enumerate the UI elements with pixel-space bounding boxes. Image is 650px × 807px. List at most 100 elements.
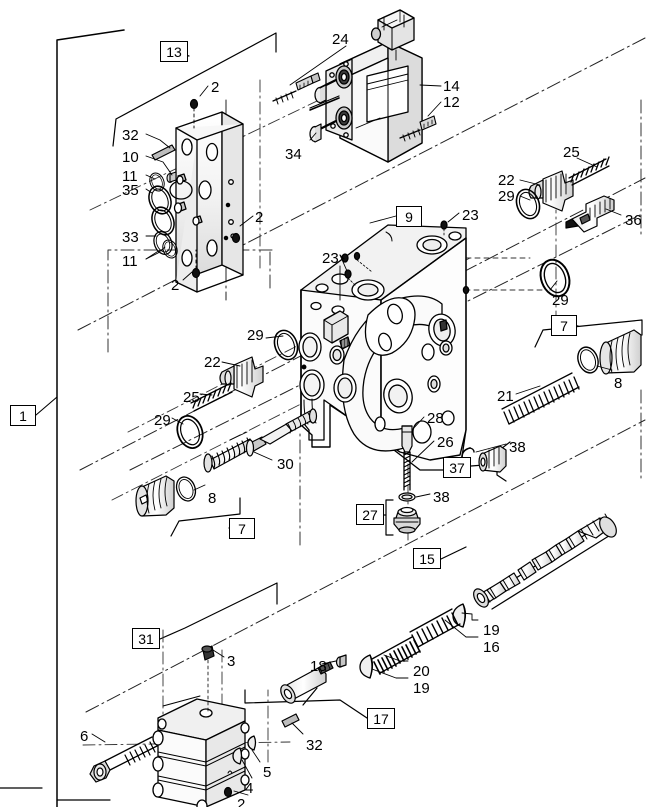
callout-c35: 35 — [122, 182, 139, 199]
dowel-pin-2 — [189, 98, 241, 279]
bracket-item-15 — [440, 546, 467, 560]
solenoid-valve-14 — [309, 9, 423, 163]
spring-20 — [371, 636, 421, 675]
callout-c23a: 23 — [462, 207, 479, 224]
spring-25-right — [568, 156, 610, 186]
leaders-body-9 — [339, 212, 460, 272]
callout-c2b: 2 — [255, 209, 264, 226]
leaders-left-stack — [145, 85, 254, 281]
leaders-top-right — [289, 45, 442, 141]
spool-cap-17 — [280, 661, 334, 704]
callout-c34: 34 — [285, 146, 302, 163]
relief-valve-22-left — [219, 356, 264, 398]
leaders-center — [411, 416, 507, 498]
callout-c22b: 22 — [204, 354, 221, 371]
callout-c14: 14 — [443, 78, 460, 95]
oring-8-left — [172, 473, 200, 505]
callout-c30: 30 — [277, 456, 294, 473]
callout-c33: 33 — [122, 229, 139, 246]
boxed-item-number-13: 13 — [160, 41, 188, 62]
boxed-item-number-27: 27 — [356, 504, 384, 525]
boxed-item-number-17: 17 — [367, 708, 395, 729]
oring-8-right — [573, 343, 603, 377]
callout-c29c: 29 — [247, 327, 264, 344]
boxed-item-number-9: 9 — [396, 206, 422, 227]
oring-4 — [232, 747, 243, 765]
callout-c6: 6 — [80, 728, 89, 745]
inlet-cover-block — [169, 111, 244, 293]
callout-c32b: 32 — [306, 737, 323, 754]
spring-25-left — [190, 382, 233, 412]
leaders-right-top — [519, 157, 622, 291]
callout-c26: 26 — [437, 434, 454, 451]
screw-6 — [89, 736, 158, 783]
callout-c3: 3 — [227, 653, 236, 670]
callout-c16: 16 — [483, 639, 500, 656]
check-valve-kit-27 — [393, 425, 421, 534]
spring-16 — [409, 608, 461, 648]
callout-c12: 12 — [443, 94, 460, 111]
callout-c23b: 23 — [322, 250, 339, 267]
washer-19-lower — [359, 654, 374, 679]
callout-c29a: 29 — [498, 188, 515, 205]
leaders-left-mid — [171, 335, 284, 491]
dashed-leaders — [464, 257, 546, 291]
callout-c10: 10 — [122, 149, 139, 166]
callout-c29b: 29 — [552, 292, 569, 309]
callout-c28: 28 — [427, 410, 444, 427]
end-cover-31 — [152, 695, 250, 807]
boxed-item-number-37: 37 — [443, 457, 471, 478]
callout-c21: 21 — [497, 388, 514, 405]
leaders-bottom-left — [91, 649, 337, 796]
roll-pin-32-bottom — [281, 713, 300, 728]
spring-21 — [501, 372, 580, 425]
plug-3 — [201, 645, 215, 713]
callout-c4: 4 — [245, 780, 254, 797]
callout-c22a: 22 — [498, 172, 515, 189]
cartridge-valve-36 — [565, 195, 615, 233]
callout-c2a: 2 — [211, 79, 220, 96]
boxed-item-number-7: 7 — [229, 518, 255, 539]
callout-c19b: 19 — [413, 680, 430, 697]
oring-stack-left — [144, 170, 181, 261]
pin-10 — [166, 171, 177, 184]
callout-c32a: 32 — [122, 127, 139, 144]
callout-c11a: 11 — [122, 168, 138, 185]
oring-5 — [247, 735, 257, 751]
boxed-item-number-31: 31 — [132, 628, 160, 649]
boxed-item-number-1: 1 — [10, 405, 36, 426]
callout-c2c: 2 — [171, 277, 180, 294]
screw-24 — [272, 72, 321, 105]
callout-c24: 24 — [332, 31, 349, 48]
callout-c19a: 19 — [483, 622, 500, 639]
plug-kit-7-left — [135, 475, 175, 517]
callout-c18: 18 — [310, 658, 327, 675]
callout-c25a: 25 — [563, 144, 580, 161]
callout-c5: 5 — [263, 764, 272, 781]
callout-c11b: 11 — [122, 253, 138, 270]
pin-18 — [335, 654, 347, 668]
callout-c36: 36 — [625, 212, 642, 229]
callout-c25b: 25 — [183, 389, 200, 406]
callout-c8r: 8 — [614, 375, 623, 392]
callout-c38b: 38 — [433, 489, 450, 506]
callout-c38a: 38 — [509, 439, 526, 456]
callout-c8l: 8 — [208, 490, 217, 507]
callout-c29d: 29 — [154, 412, 171, 429]
plug-kit-7-right — [599, 329, 642, 375]
leaders-spool — [371, 612, 479, 679]
load-check-valve-30 — [203, 408, 318, 473]
boxed-item-number-7: 7 — [551, 315, 577, 336]
bracket-item-1 — [35, 29, 125, 807]
relief-valve-22 — [528, 170, 574, 212]
callout-c2d: 2 — [237, 796, 246, 807]
leaders-right-lower — [515, 365, 613, 395]
screw-12 — [399, 115, 437, 142]
roll-pin-32 — [151, 144, 176, 161]
spool-assembly-15 — [473, 513, 617, 610]
dowel-pin-2-bottom — [223, 786, 233, 798]
plug-34 — [309, 84, 327, 143]
boxed-item-number-15: 15 — [413, 548, 441, 569]
